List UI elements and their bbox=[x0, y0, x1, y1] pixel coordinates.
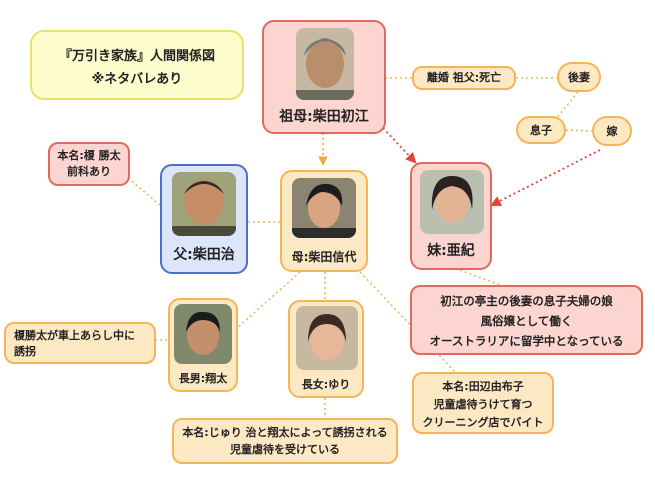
title-line1: 『万引き家族』人間関係図 bbox=[58, 49, 215, 64]
arrow-bride-sister bbox=[490, 149, 601, 206]
sister-info-line2: 風俗嬢として働く bbox=[480, 314, 573, 328]
father-real-name-line2: 前科あり bbox=[67, 165, 111, 178]
second-wife-pill: 後妻 bbox=[557, 62, 601, 92]
sister-card: 妹:亜紀 bbox=[410, 162, 492, 270]
shota-info-note: 榎勝太が車上あらし中に 誘拐 bbox=[4, 322, 156, 364]
yuri-info-line2: 児童虐待を受けている bbox=[230, 443, 340, 456]
father-photo bbox=[172, 172, 236, 236]
link-son-bride bbox=[565, 129, 593, 132]
grandfather-son-pill: 息子 bbox=[516, 116, 566, 144]
second-wife-text: 後妻 bbox=[568, 71, 590, 84]
grandfather-text: 離婚 祖父:死亡 bbox=[426, 71, 502, 84]
sister-name: 妹:亜紀 bbox=[427, 243, 475, 259]
mother-real-name-line2: 児童虐待うけて育つ bbox=[433, 398, 533, 411]
son-card: 長男:翔太 bbox=[168, 298, 238, 392]
title-line2: ※ネタバレあり bbox=[91, 72, 183, 87]
mother-name: 母:柴田信代 bbox=[291, 250, 357, 264]
son-name: 長男:翔太 bbox=[178, 372, 228, 385]
daughter-name: 長女:ゆり bbox=[301, 378, 351, 391]
father-card: 父:柴田治 bbox=[160, 164, 248, 274]
grandfather-son-text: 息子 bbox=[530, 124, 552, 137]
link-note-father bbox=[127, 177, 161, 206]
sister-info-line1: 初江の亭主の後妻の息子夫婦の娘 bbox=[440, 294, 613, 308]
arrow-grandmother-sister bbox=[382, 127, 417, 164]
bride-text: 嫁 bbox=[606, 125, 618, 138]
mother-real-name-line1: 本名:田辺由布子 bbox=[442, 380, 524, 393]
grandmother-name: 祖母:柴田初江 bbox=[279, 109, 369, 125]
shota-info-line1: 榎勝太が車上あらし中に bbox=[14, 329, 135, 342]
mother-photo bbox=[292, 178, 356, 238]
daughter-photo bbox=[296, 306, 358, 370]
son-photo bbox=[174, 304, 232, 364]
father-name: 父:柴田治 bbox=[173, 247, 235, 263]
yuri-info-line1: 本名:じゅり 治と翔太によって誘拐される bbox=[182, 426, 388, 439]
bride-pill: 嫁 bbox=[592, 116, 632, 146]
sister-info-line3: オーストラリアに留学中となっている bbox=[429, 334, 624, 348]
grandmother-photo bbox=[296, 28, 354, 100]
grandmother-card: 祖母:柴田初江 bbox=[262, 20, 386, 134]
mother-real-name-note: 本名:田辺由布子 児童虐待うけて育つ クリーニング店でバイト bbox=[412, 372, 554, 434]
father-real-name-note: 本名:榎 勝太 前科あり bbox=[48, 142, 130, 186]
title-box: 『万引き家族』人間関係図 ※ネタバレあり bbox=[30, 30, 244, 100]
link-secondwife-son bbox=[554, 91, 579, 121]
sister-info-note: 初江の亭主の後妻の息子夫婦の娘 風俗嬢として働く オーストラリアに留学中となって… bbox=[410, 285, 643, 355]
mother-real-name-line3: クリーニング店でバイト bbox=[422, 416, 544, 429]
father-real-name-line1: 本名:榎 勝太 bbox=[57, 149, 121, 162]
daughter-card: 長女:ゆり bbox=[288, 300, 364, 398]
link-sister-note bbox=[459, 269, 501, 286]
yuri-info-note: 本名:じゅり 治と翔太によって誘拐される 児童虐待を受けている bbox=[172, 418, 398, 464]
grandfather-note: 離婚 祖父:死亡 bbox=[412, 66, 516, 90]
sister-photo bbox=[420, 170, 484, 234]
mother-card: 母:柴田信代 bbox=[280, 170, 368, 272]
shota-info-line2: 誘拐 bbox=[14, 345, 36, 358]
